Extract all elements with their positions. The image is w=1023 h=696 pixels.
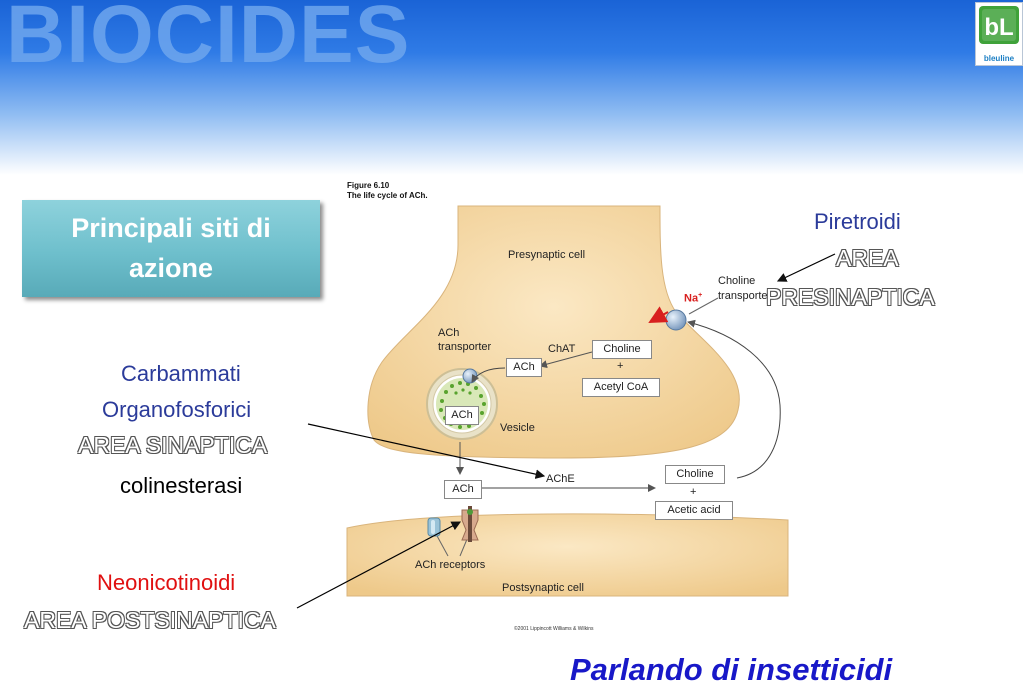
vesicle: [426, 368, 498, 440]
ache-enzyme-label: AChE: [546, 473, 575, 485]
header-band: [0, 0, 1023, 175]
choline-transporter-label-2: transporter: [718, 290, 772, 302]
choline-box-top: Choline: [592, 340, 652, 359]
footer-title: Parlando di insetticidi: [570, 652, 893, 687]
colinesterasi-label: colinesterasi: [120, 473, 243, 498]
sodium-ion-label: Na+: [684, 289, 702, 306]
presynaptic-terminal: [367, 205, 740, 459]
choline-box-bottom: Choline: [665, 465, 725, 484]
figure-copyright: ©2001 Lippincott Williams & Wilkins: [514, 626, 594, 632]
figure-caption: Figure 6.10 The life cycle of ACh.: [347, 181, 428, 201]
acetic-acid-box: Acetic acid: [655, 501, 733, 520]
sites-of-action-box: Principali siti di azione: [22, 200, 320, 297]
chat-enzyme-label: ChAT: [548, 343, 576, 355]
plus-sign-top: +: [617, 360, 624, 372]
ach-transporter-icon: [462, 368, 478, 384]
area-presinaptica-label-2: PRESINAPTICA: [766, 284, 935, 310]
logo-monogram: bL: [984, 14, 1013, 41]
area-sinaptica-label: AREA SINAPTICA: [78, 432, 268, 458]
acetyl-coa-box: Acetyl CoA: [582, 378, 660, 397]
slide-title: BIOCIDES: [6, 0, 411, 80]
ach-receptors-label: ACh receptors: [415, 559, 486, 571]
presynaptic-cell-label: Presynaptic cell: [508, 249, 586, 261]
neonicotinoidi-label: Neonicotinoidi: [97, 570, 236, 595]
sodium-symbol: Na: [684, 292, 699, 305]
sites-box-line-1: Principali siti di: [71, 213, 271, 243]
ach-box-synthesized: ACh: [506, 358, 542, 377]
choline-transporter-icon: [665, 309, 687, 331]
ach-receptor-channel-icon: [461, 506, 479, 542]
figure-title: The life cycle of ACh.: [347, 191, 428, 200]
organofosforici-label: Organofosforici: [102, 397, 252, 422]
sodium-charge: +: [698, 292, 703, 299]
plus-sign-bottom: +: [690, 486, 697, 498]
piretroidi-label: Piretroidi: [814, 209, 901, 234]
area-presinaptica-label-1: AREA: [836, 245, 899, 271]
carbammati-label: Carbammati: [121, 361, 241, 386]
sites-box-line-2: azione: [128, 253, 214, 283]
area-postsinaptica-label: AREA POSTSINAPTICA: [24, 607, 276, 633]
postsynaptic-cell-label: Postsynaptic cell: [502, 582, 584, 594]
bleuline-logo: bL bleuline: [975, 2, 1023, 66]
ach-transporter-label-2: transporter: [438, 341, 492, 353]
vesicle-label: Vesicle: [500, 422, 535, 434]
postsynaptic-cell: [346, 513, 789, 597]
ach-transporter-label-1: ACh: [438, 327, 460, 339]
logo-mark-icon: bL: [979, 6, 1019, 44]
ach-box-vesicle: ACh: [445, 406, 479, 425]
ach-box-released: ACh: [444, 480, 482, 499]
choline-transporter-label-1: Choline: [718, 275, 756, 287]
figure-number: Figure 6.10: [347, 181, 390, 190]
logo-brand: bleuline: [983, 54, 1015, 63]
